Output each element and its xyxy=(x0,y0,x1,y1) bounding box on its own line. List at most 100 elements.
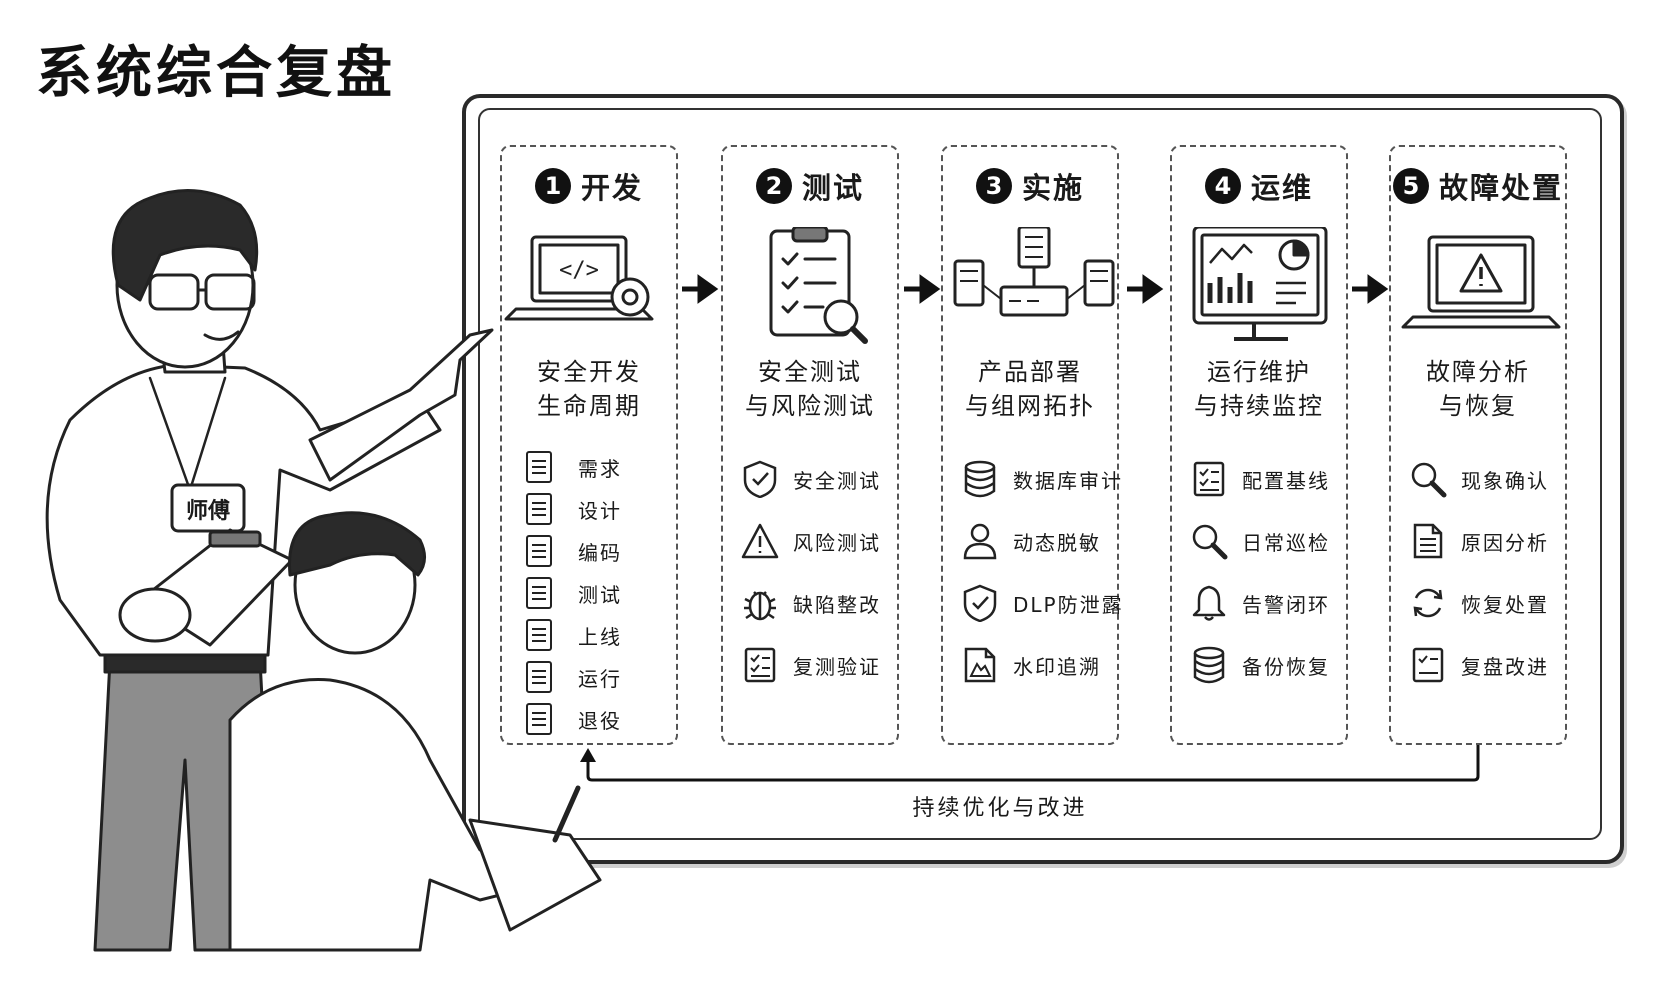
stage-number-badge: 3 xyxy=(975,168,1012,204)
stage-subtitle: 安全开发 生命周期 xyxy=(502,355,676,423)
document-icon xyxy=(520,616,558,654)
stage-4-ops: 4 运维 运行维护 与持续监控 配置基线 日常巡检 告警闭环 备份恢复 xyxy=(1170,145,1348,745)
list-item: 编码 xyxy=(520,531,622,571)
student-pen xyxy=(552,785,581,843)
item-label: 水印追溯 xyxy=(1013,654,1101,679)
list-item: 运行 xyxy=(520,657,622,697)
item-label: 退役 xyxy=(578,708,622,733)
item-label: 原因分析 xyxy=(1461,530,1549,555)
list-item: 动态脱敏 xyxy=(961,521,1101,561)
list-item: 安全测试 xyxy=(741,459,881,499)
item-label: 数据库审计 xyxy=(1013,468,1123,493)
list-item: 复盘改进 xyxy=(1409,645,1549,685)
stage-subtitle-line-1: 故障分析 xyxy=(1426,358,1530,386)
item-label: 备份恢复 xyxy=(1242,654,1330,679)
stage-number-badge: 4 xyxy=(1204,168,1241,204)
stage-name: 测试 xyxy=(801,171,864,205)
whiteboard xyxy=(462,94,1624,864)
item-label: 风险测试 xyxy=(793,530,881,555)
document-icon xyxy=(520,448,558,486)
item-label: 现象确认 xyxy=(1461,468,1549,493)
page-title: 系统综合复盘 xyxy=(36,40,396,106)
document-icon xyxy=(520,490,558,528)
list-item: 日常巡检 xyxy=(1190,521,1330,561)
laptop-code-gear-icon: </> xyxy=(504,235,654,321)
item-label: 配置基线 xyxy=(1242,468,1330,493)
list-item: 设计 xyxy=(520,489,622,529)
warning-icon xyxy=(741,522,779,560)
stage-subtitle-line-1: 安全测试 xyxy=(758,358,862,386)
stage-number-badge: 2 xyxy=(755,168,792,204)
list-item: 需求 xyxy=(520,447,622,487)
name-badge xyxy=(170,483,246,533)
name-badge-label: 师傅 xyxy=(185,499,230,524)
item-label: 复盘改进 xyxy=(1461,654,1549,679)
svg-text:</>: </> xyxy=(559,258,599,283)
stage-subtitle: 产品部署 与组网拓扑 xyxy=(943,355,1117,423)
item-label: 需求 xyxy=(578,456,622,481)
stage-subtitle-line-1: 安全开发 xyxy=(537,358,641,386)
stage-number-badge: 1 xyxy=(534,168,571,204)
document-icon xyxy=(520,532,558,570)
stage-1-dev: 1 开发 </> 安全开发 生命周期 需求 设计 编码 测试 上线 运行 退役 xyxy=(500,145,678,745)
item-label: DLP防泄露 xyxy=(1013,592,1124,617)
stage-name: 故障处置 xyxy=(1438,171,1563,205)
list-item: 数据库审计 xyxy=(961,459,1123,499)
item-label: 复测验证 xyxy=(793,654,881,679)
network-topology-icon xyxy=(953,227,1115,317)
stage-subtitle: 运行维护 与持续监控 xyxy=(1172,355,1346,423)
item-label: 上线 xyxy=(578,624,622,649)
mentor-glasses xyxy=(148,273,200,311)
user-icon xyxy=(961,522,999,560)
list-item: 原因分析 xyxy=(1409,521,1549,561)
stage-subtitle-line-2: 与风险测试 xyxy=(745,392,875,420)
student-hair xyxy=(288,511,426,577)
bell-icon xyxy=(1190,584,1228,622)
loop-label: 持续优化与改进 xyxy=(912,796,1088,821)
document-icon xyxy=(520,700,558,738)
item-label: 恢复处置 xyxy=(1461,592,1549,617)
stage-subtitle: 故障分析 与恢复 xyxy=(1391,355,1565,423)
item-label: 告警闭环 xyxy=(1242,592,1330,617)
list-item: 告警闭环 xyxy=(1190,583,1330,623)
stage-subtitle-line-2: 与恢复 xyxy=(1439,392,1517,420)
list-item: 缺陷整改 xyxy=(741,583,881,623)
mentor-hair xyxy=(111,188,259,302)
checklist-icon xyxy=(1409,646,1447,684)
list-item: 配置基线 xyxy=(1190,459,1330,499)
list-item: 恢复处置 xyxy=(1409,583,1549,623)
document-icon xyxy=(520,658,558,696)
list-item: 现象确认 xyxy=(1409,459,1549,499)
bug-icon xyxy=(741,584,779,622)
watermark-document-icon xyxy=(961,646,999,684)
stage-subtitle-line-2: 生命周期 xyxy=(537,392,641,420)
list-item: 水印追溯 xyxy=(961,645,1101,685)
stage-subtitle: 安全测试 与风险测试 xyxy=(723,355,897,423)
list-item: 风险测试 xyxy=(741,521,881,561)
stage-subtitle-line-1: 产品部署 xyxy=(978,358,1082,386)
refresh-icon xyxy=(1409,584,1447,622)
database-icon xyxy=(961,460,999,498)
list-item: DLP防泄露 xyxy=(961,583,1124,623)
checklist-icon xyxy=(1190,460,1228,498)
flow-arrow-right-icon xyxy=(1127,274,1164,304)
stage-3-deploy: 3 实施 产品部署 与组网拓扑 数据库审计 动态脱敏 DLP防泄露 水印追溯 xyxy=(941,145,1122,745)
stage-number-badge: 5 xyxy=(1392,168,1429,204)
item-label: 编码 xyxy=(578,540,622,565)
mentor-pointing-arm xyxy=(308,328,494,482)
search-icon xyxy=(1409,460,1447,498)
stage-2-test: 2 测试 安全测试 与风险测试 安全测试 风险测试 缺陷整改 复测验证 xyxy=(721,145,899,745)
item-label: 安全测试 xyxy=(793,468,881,493)
flow-arrow-right-icon xyxy=(1352,274,1389,304)
stage-subtitle-line-2: 与组网拓扑 xyxy=(965,392,1095,420)
item-label: 动态脱敏 xyxy=(1013,530,1101,555)
list-item: 退役 xyxy=(520,699,622,739)
list-item: 备份恢复 xyxy=(1190,645,1330,685)
student-notepad xyxy=(468,818,602,932)
stage-subtitle-line-1: 运行维护 xyxy=(1207,358,1311,386)
list-item: 复测验证 xyxy=(741,645,881,685)
list-item: 测试 xyxy=(520,573,622,613)
whiteboard-inner-frame xyxy=(478,108,1602,840)
